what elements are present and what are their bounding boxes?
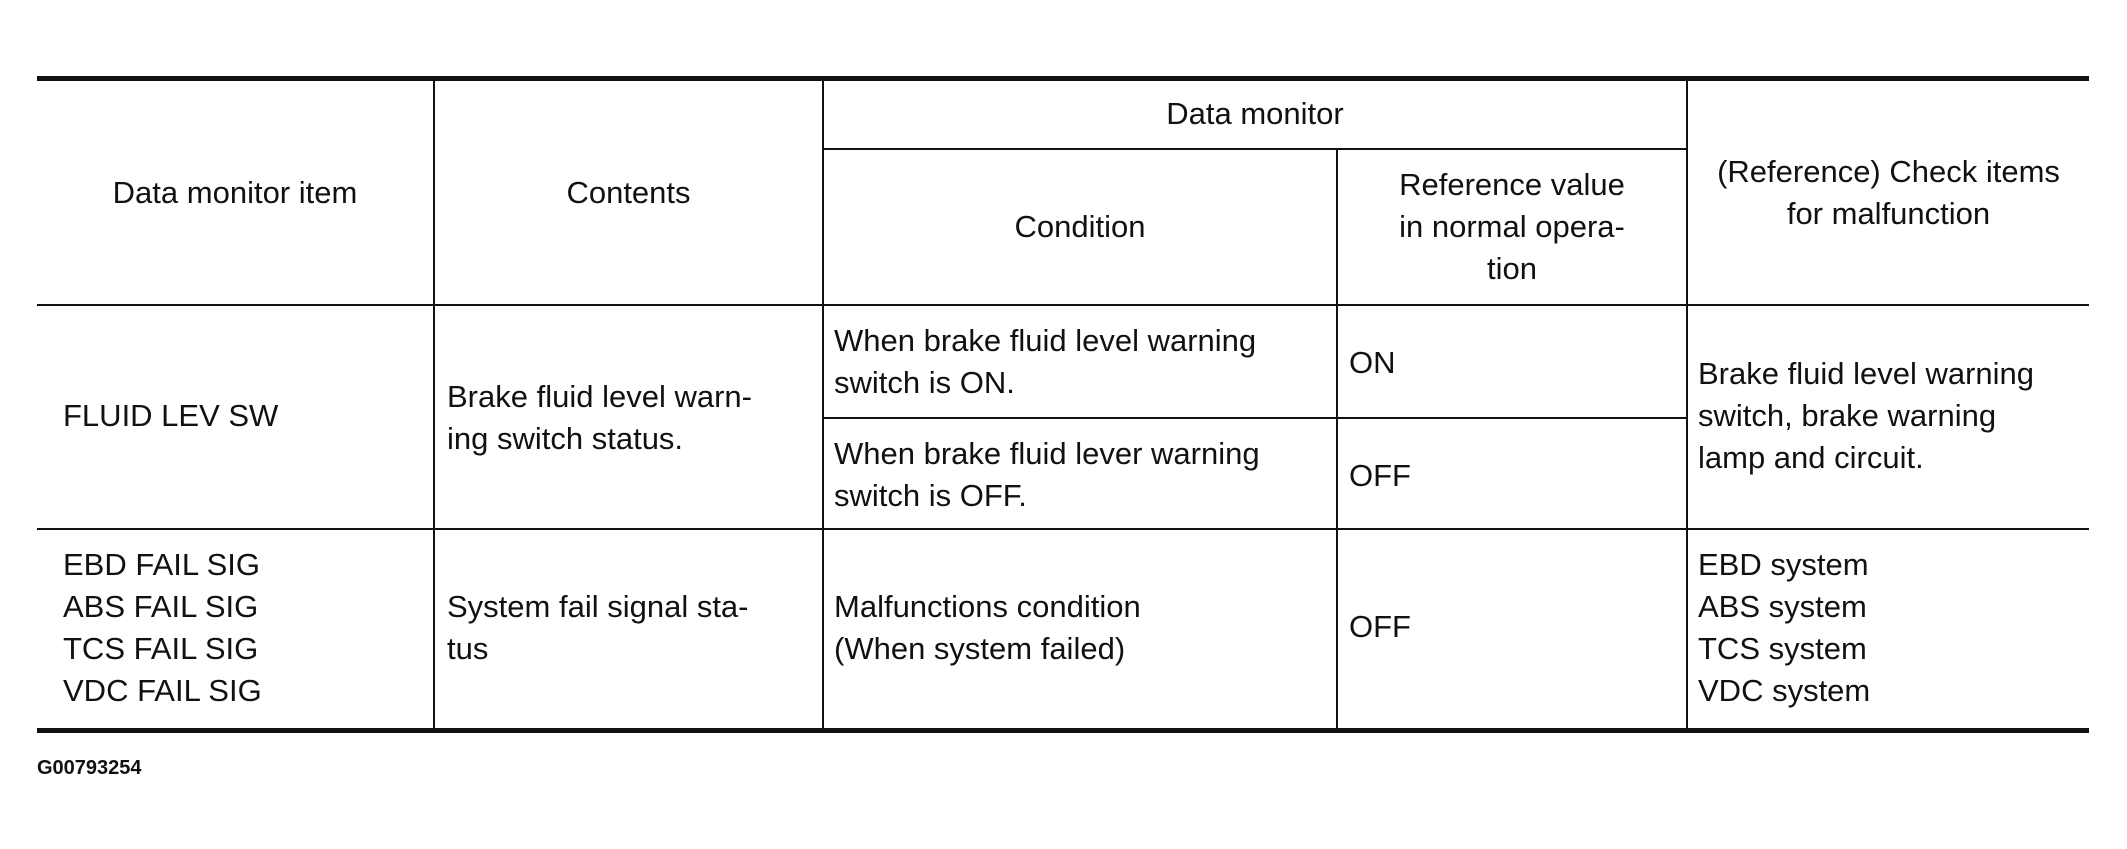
header-reference-value: Reference value in normal opera- tion [1399, 167, 1625, 286]
header-check-items: (Reference) Check items for malfunction [1717, 154, 2060, 231]
row1-check-items: Brake fluid level warning switch, brake … [1698, 356, 2035, 475]
row2-condition: Malfunctions condition (When system fail… [834, 589, 1141, 666]
header-contents: Contents [566, 175, 691, 210]
row1-value-on: ON [1349, 345, 1396, 380]
row1-item: FLUID LEV SW [63, 398, 279, 433]
row1-value-off: OFF [1349, 458, 1411, 493]
data-monitor-table: Data monitor item Contents Data monitor … [37, 76, 2089, 734]
header-subrule [822, 148, 1687, 150]
col-divider-4 [1686, 80, 1688, 730]
table-bottom-rule [37, 728, 2089, 733]
row1-split-rule [822, 417, 1687, 419]
row1-condition-off: When brake fluid lever warning switch is… [834, 436, 1260, 513]
col-divider-3 [1336, 149, 1338, 730]
header-data-monitor: Data monitor [1166, 96, 1344, 131]
row2-value: OFF [1349, 609, 1411, 644]
table-top-rule [37, 76, 2089, 81]
figure-code: G00793254 [37, 757, 142, 779]
header-data-monitor-item: Data monitor item [112, 175, 358, 210]
col-divider-1 [433, 80, 435, 730]
row2-items: EBD FAIL SIG ABS FAIL SIG TCS FAIL SIG V… [63, 547, 262, 708]
header-condition: Condition [1014, 209, 1146, 244]
row1-condition-on: When brake fluid level warning switch is… [834, 323, 1257, 400]
row2-contents: System fail signal sta- tus [447, 589, 749, 666]
header-bottom-rule [37, 304, 2089, 306]
row-divider-rule [37, 528, 2089, 530]
col-divider-2 [822, 80, 824, 730]
row1-contents: Brake fluid level warn- ing switch statu… [447, 379, 752, 456]
row2-check-items: EBD system ABS system TCS system VDC sys… [1698, 547, 1871, 708]
